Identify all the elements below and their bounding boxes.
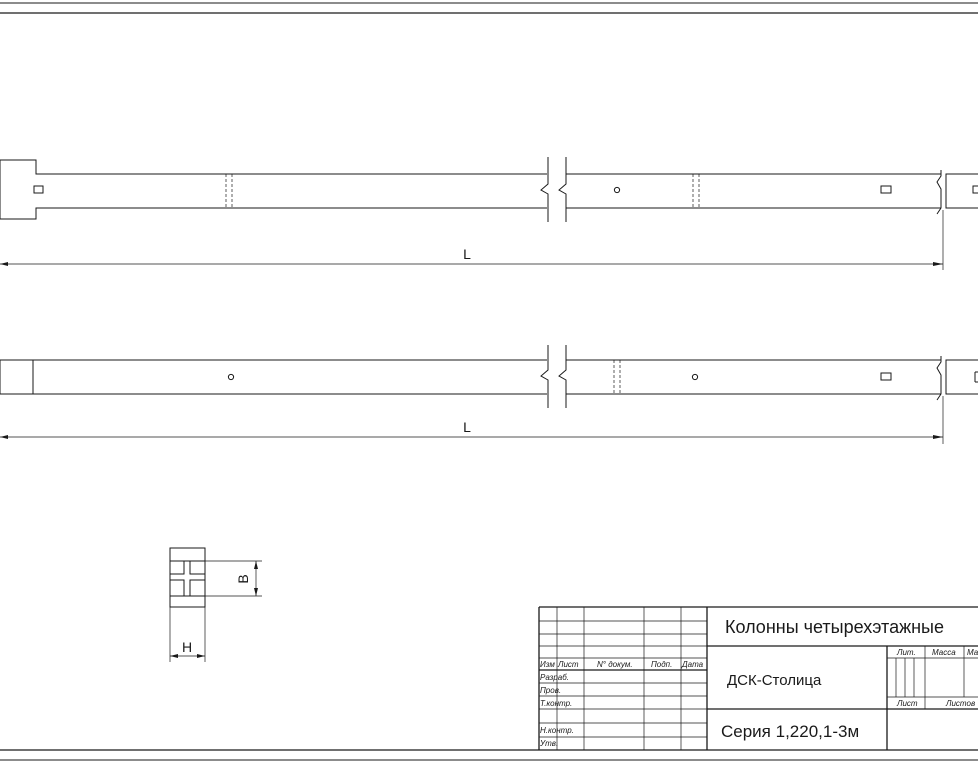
series-number: Серия 1,220,1-3м [721, 722, 859, 741]
dimension-arrow [0, 435, 8, 439]
column-top-right-end [936, 170, 942, 215]
column-cross-section: B H [169, 547, 262, 662]
slot-opening [880, 372, 892, 381]
lifting-hole [613, 186, 621, 194]
column-top-lower-edge [0, 207, 547, 220]
column-elevation-top: L [0, 157, 978, 270]
lifting-hole [691, 373, 699, 381]
column-top-upper-edge [0, 159, 547, 175]
header-date: Дата [681, 660, 704, 669]
title-block: Изм Лист N° докум. Подп. Дата Разраб. Пр… [538, 606, 978, 750]
dimension-arrow [0, 262, 8, 266]
header-mass: Масса [932, 648, 956, 657]
role-checker: Пров. [540, 686, 561, 695]
header-lit: Лит. [896, 648, 916, 657]
break-line-left [540, 345, 549, 408]
break-line-left [540, 157, 549, 222]
break-line-right [558, 157, 567, 222]
adjacent-element [945, 359, 978, 395]
role-norm-control: Н.контр. [540, 726, 574, 735]
slot-opening [972, 185, 978, 194]
role-approved: Утв. [539, 739, 558, 748]
header-izm: Изм [540, 660, 555, 669]
slot-opening [880, 185, 892, 194]
dimension-label-length: L [463, 246, 471, 262]
dimension-label-width: B [235, 574, 251, 583]
break-line-right [558, 345, 567, 408]
header-sheet: Лист [896, 699, 918, 708]
header-list: Лист [557, 660, 579, 669]
dimension-arrow [933, 262, 943, 266]
drawing-title: Колонны четырехэтажные [725, 617, 944, 637]
role-developer: Разраб. [540, 673, 569, 682]
role-tech-control: Т.контр. [540, 699, 572, 708]
column-elevation-bottom: L [0, 345, 978, 444]
header-sign: Подп. [651, 660, 672, 669]
dimension-label-length: L [463, 419, 471, 435]
dimension-label-height: H [182, 639, 192, 655]
column-bottom-right-end [936, 356, 942, 401]
header-sheets: Листов [945, 699, 975, 708]
adjacent-element [945, 173, 978, 209]
header-doc-no: N° докум. [597, 660, 633, 669]
slot-opening [33, 185, 44, 194]
organization-name: ДСК-Столица [727, 672, 822, 689]
dimension-arrow [933, 435, 943, 439]
header-scale: Ма [967, 648, 978, 657]
lifting-hole [227, 373, 235, 381]
section-outline [169, 547, 206, 608]
